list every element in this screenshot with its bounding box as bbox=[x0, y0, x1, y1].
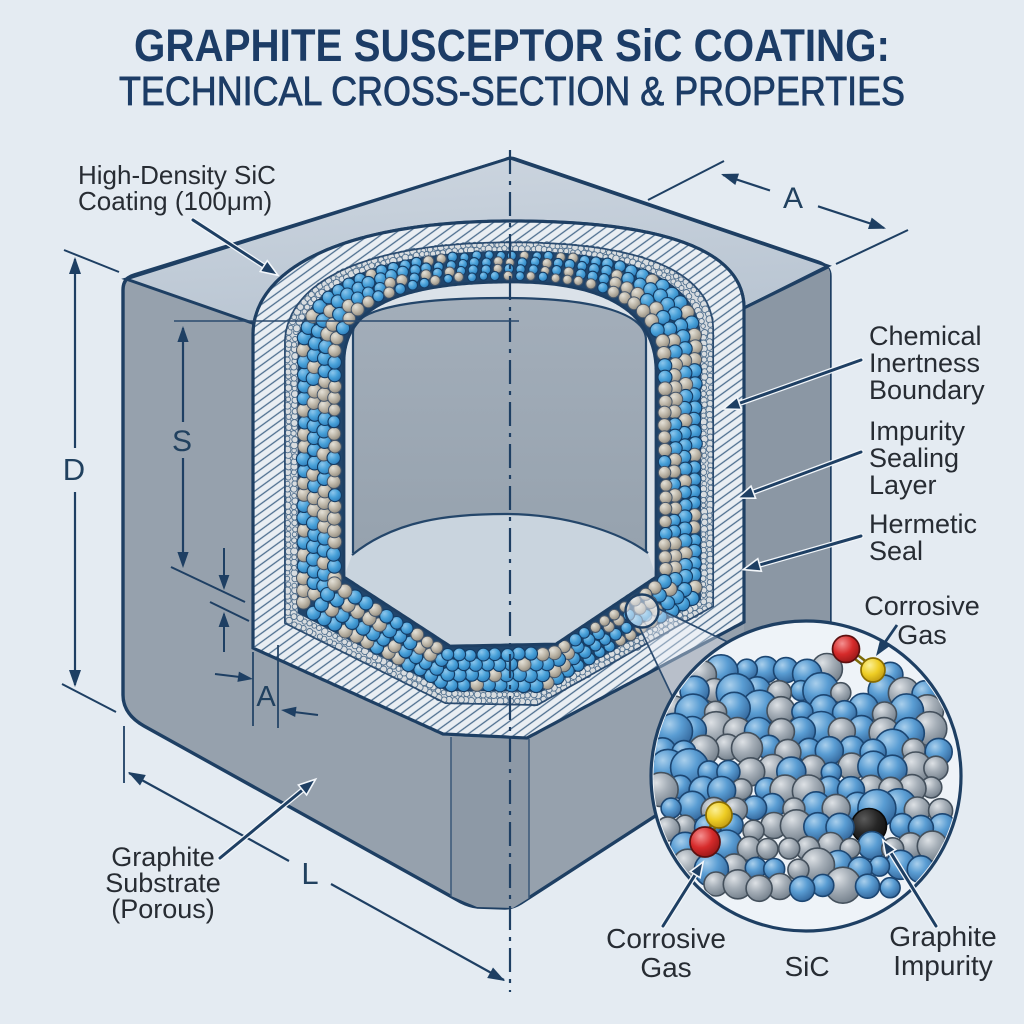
svg-text:Inertness: Inertness bbox=[869, 348, 980, 378]
svg-text:L: L bbox=[301, 856, 318, 891]
svg-text:Boundary: Boundary bbox=[869, 375, 985, 405]
svg-text:(Porous): (Porous) bbox=[111, 894, 215, 924]
svg-text:Gas: Gas bbox=[640, 952, 691, 983]
svg-text:Sealing: Sealing bbox=[869, 443, 959, 473]
svg-text:SiC: SiC bbox=[784, 951, 829, 982]
svg-text:Corrosive: Corrosive bbox=[864, 591, 980, 621]
svg-text:A: A bbox=[256, 681, 276, 713]
svg-text:Impurity: Impurity bbox=[869, 416, 966, 446]
svg-text:Seal: Seal bbox=[869, 536, 923, 566]
svg-text:Corrosive: Corrosive bbox=[606, 923, 726, 954]
svg-text:TECHNICAL CROSS-SECTION & PROP: TECHNICAL CROSS-SECTION & PROPERTIES bbox=[119, 68, 905, 114]
svg-text:Substrate: Substrate bbox=[105, 868, 221, 898]
svg-text:Impurity: Impurity bbox=[893, 950, 993, 981]
svg-text:Layer: Layer bbox=[869, 470, 937, 500]
svg-text:A: A bbox=[783, 182, 803, 215]
svg-text:Graphite: Graphite bbox=[111, 842, 215, 872]
svg-text:GRAPHITE SUSCEPTOR SiC COATING: GRAPHITE SUSCEPTOR SiC COATING: bbox=[134, 20, 890, 71]
svg-text:D: D bbox=[63, 452, 85, 487]
svg-text:Gas: Gas bbox=[897, 620, 947, 650]
svg-text:Coating (100μm): Coating (100μm) bbox=[78, 186, 272, 216]
svg-text:High-Density SiC: High-Density SiC bbox=[78, 160, 276, 190]
svg-text:Chemical: Chemical bbox=[869, 321, 982, 351]
svg-text:Hermetic: Hermetic bbox=[869, 509, 977, 539]
svg-text:S: S bbox=[172, 425, 192, 458]
svg-text:Graphite: Graphite bbox=[889, 921, 996, 952]
